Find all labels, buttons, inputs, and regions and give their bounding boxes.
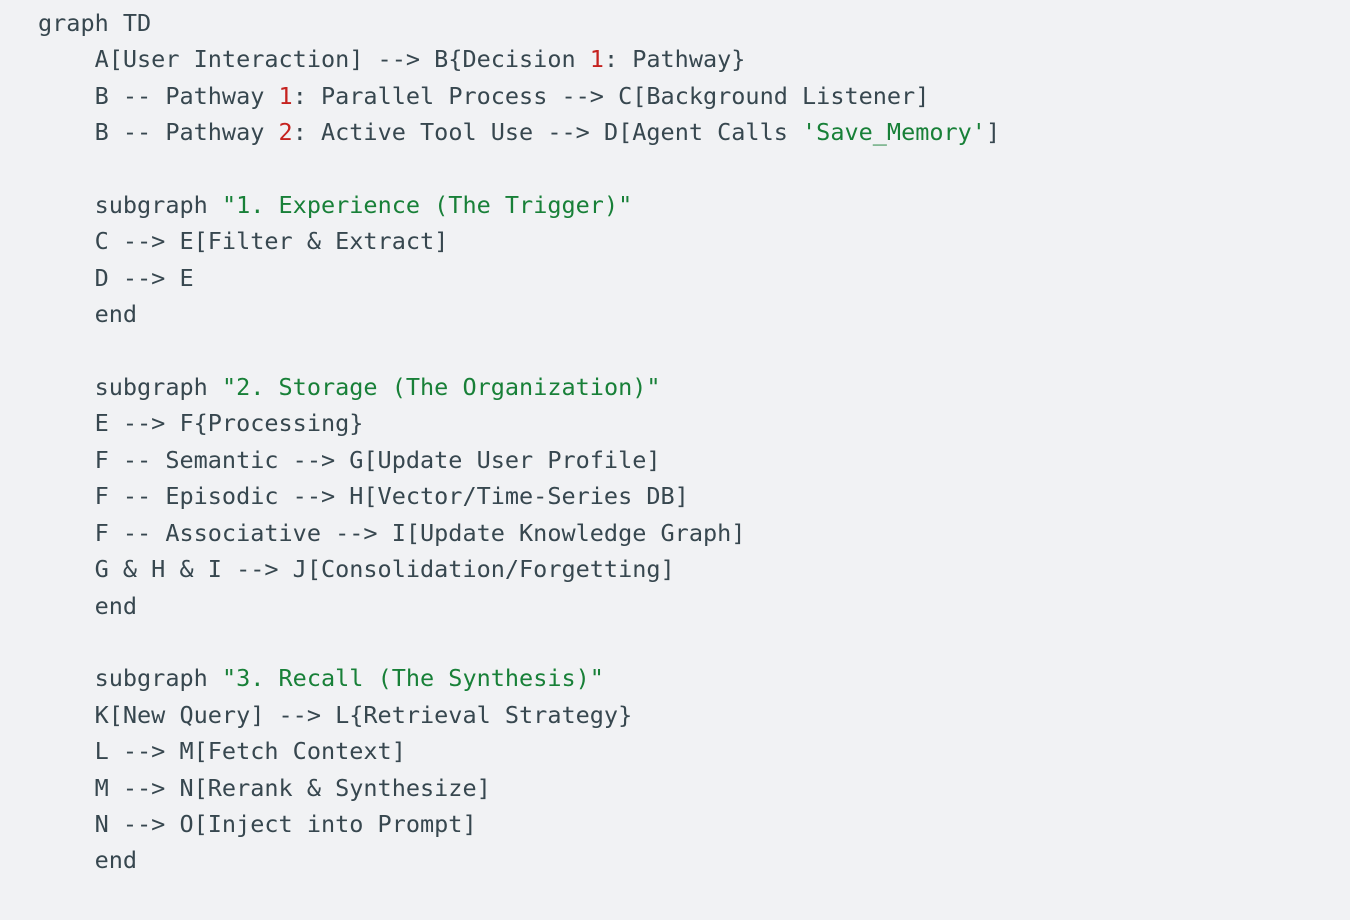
code-token-plain: C --> E[Filter & Extract] bbox=[38, 227, 449, 256]
code-line: L --> M[Fetch Context] bbox=[38, 733, 1330, 769]
code-line: end bbox=[38, 588, 1330, 624]
code-line bbox=[38, 151, 1330, 187]
code-token-plain: M --> N[Rerank & Synthesize] bbox=[38, 773, 491, 802]
code-line: B -- Pathway 2: Active Tool Use --> D[Ag… bbox=[38, 114, 1330, 150]
code-token-num: 2 bbox=[278, 118, 293, 147]
code-token-plain: F -- Semantic --> G[Update User Profile] bbox=[38, 445, 661, 474]
code-line: N --> O[Inject into Prompt] bbox=[38, 806, 1330, 842]
code-line: subgraph "1. Experience (The Trigger)" bbox=[38, 187, 1330, 223]
code-line: C --> E[Filter & Extract] bbox=[38, 223, 1330, 259]
code-line: graph TD bbox=[38, 5, 1330, 41]
code-line: subgraph "2. Storage (The Organization)" bbox=[38, 369, 1330, 405]
code-token-plain: B -- Pathway bbox=[38, 81, 279, 110]
code-token-plain: subgraph bbox=[38, 373, 222, 402]
code-token-plain: subgraph bbox=[38, 191, 222, 220]
code-token-plain: K[New Query] --> L{Retrieval Strategy} bbox=[38, 700, 633, 729]
code-token-plain: subgraph bbox=[38, 664, 222, 693]
code-line: A[User Interaction] --> B{Decision 1: Pa… bbox=[38, 41, 1330, 77]
code-token-plain: L --> M[Fetch Context] bbox=[38, 737, 406, 766]
code-line: M --> N[Rerank & Synthesize] bbox=[38, 770, 1330, 806]
code-token-plain: end bbox=[38, 846, 138, 875]
code-token-str: "2. Storage (The Organization)" bbox=[221, 373, 661, 402]
code-token-plain: A[User Interaction] --> B{Decision bbox=[38, 45, 590, 74]
code-token-plain: end bbox=[38, 300, 138, 329]
code-line: B -- Pathway 1: Parallel Process --> C[B… bbox=[38, 78, 1330, 114]
code-token-num: 1 bbox=[278, 81, 293, 110]
code-token-plain: F -- Associative --> I[Update Knowledge … bbox=[38, 518, 746, 547]
code-line: E --> F{Processing} bbox=[38, 405, 1330, 441]
code-line: subgraph "3. Recall (The Synthesis)" bbox=[38, 660, 1330, 696]
code-token-plain: N --> O[Inject into Prompt] bbox=[38, 809, 477, 838]
code-line: F -- Episodic --> H[Vector/Time-Series D… bbox=[38, 478, 1330, 514]
code-token-plain: : Active Tool Use --> D[Agent Calls bbox=[292, 118, 803, 147]
code-line: G & H & I --> J[Consolidation/Forgetting… bbox=[38, 551, 1330, 587]
code-token-plain: : Pathway} bbox=[603, 45, 746, 74]
code-token-plain: : Parallel Process --> C[Background List… bbox=[292, 81, 930, 110]
code-token-plain: graph TD bbox=[38, 9, 152, 37]
code-line bbox=[38, 333, 1330, 369]
code-token-plain: B -- Pathway bbox=[38, 118, 279, 147]
code-token-plain: ] bbox=[985, 118, 1001, 147]
code-token-plain: E --> F{Processing} bbox=[38, 409, 364, 438]
code-line: D --> E bbox=[38, 260, 1330, 296]
code-token-plain: G & H & I --> J[Consolidation/Forgetting… bbox=[38, 555, 675, 584]
code-line: F -- Associative --> I[Update Knowledge … bbox=[38, 515, 1330, 551]
code-line: end bbox=[38, 296, 1330, 332]
code-line: F -- Semantic --> G[Update User Profile] bbox=[38, 442, 1330, 478]
code-token-num: 1 bbox=[589, 45, 604, 74]
code-token-str: 'Save_Memory' bbox=[802, 118, 986, 147]
code-line: end bbox=[38, 842, 1330, 878]
code-token-plain: F -- Episodic --> H[Vector/Time-Series D… bbox=[38, 482, 689, 511]
code-token-str: "1. Experience (The Trigger)" bbox=[221, 191, 633, 220]
code-token-plain: end bbox=[38, 591, 138, 620]
code-token-str: "3. Recall (The Synthesis)" bbox=[221, 664, 604, 693]
code-token-plain: D --> E bbox=[38, 263, 194, 292]
code-line bbox=[38, 624, 1330, 660]
code-line: K[New Query] --> L{Retrieval Strategy} bbox=[38, 697, 1330, 733]
